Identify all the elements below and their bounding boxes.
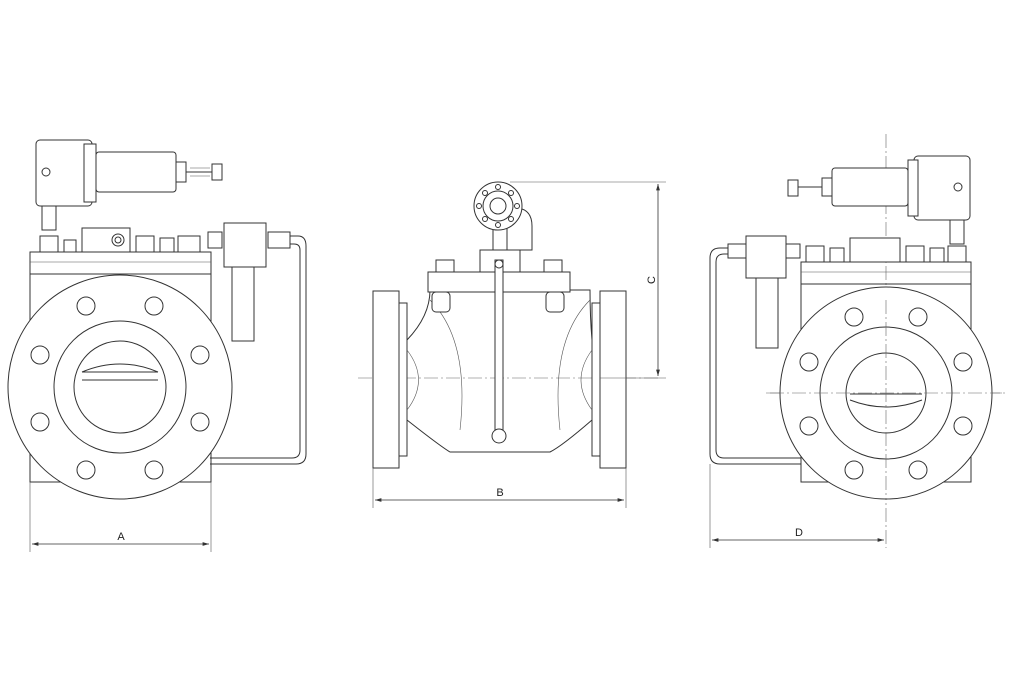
actuator-right [787, 155, 971, 245]
dimension-d: D [709, 464, 884, 548]
right-end-view: D [709, 134, 1006, 548]
flange-left [7, 274, 233, 500]
dimension-d-label: D [795, 527, 803, 539]
dimension-c-label: C [646, 276, 658, 284]
left-end-view: A [7, 139, 307, 552]
pilot-tubing-right [709, 235, 801, 465]
bonnet-bolts [39, 227, 201, 253]
dimension-c: C [510, 181, 666, 379]
dimension-b-label: B [496, 487, 503, 499]
center-side-view: C B [358, 181, 666, 508]
pilot-tubing-left [207, 222, 307, 465]
actuator-left [35, 139, 223, 231]
dimension-b: B [372, 468, 627, 508]
dimension-a-label: A [117, 531, 125, 543]
bonnet-bolts-right [805, 237, 967, 263]
dimension-a: A [29, 482, 212, 552]
